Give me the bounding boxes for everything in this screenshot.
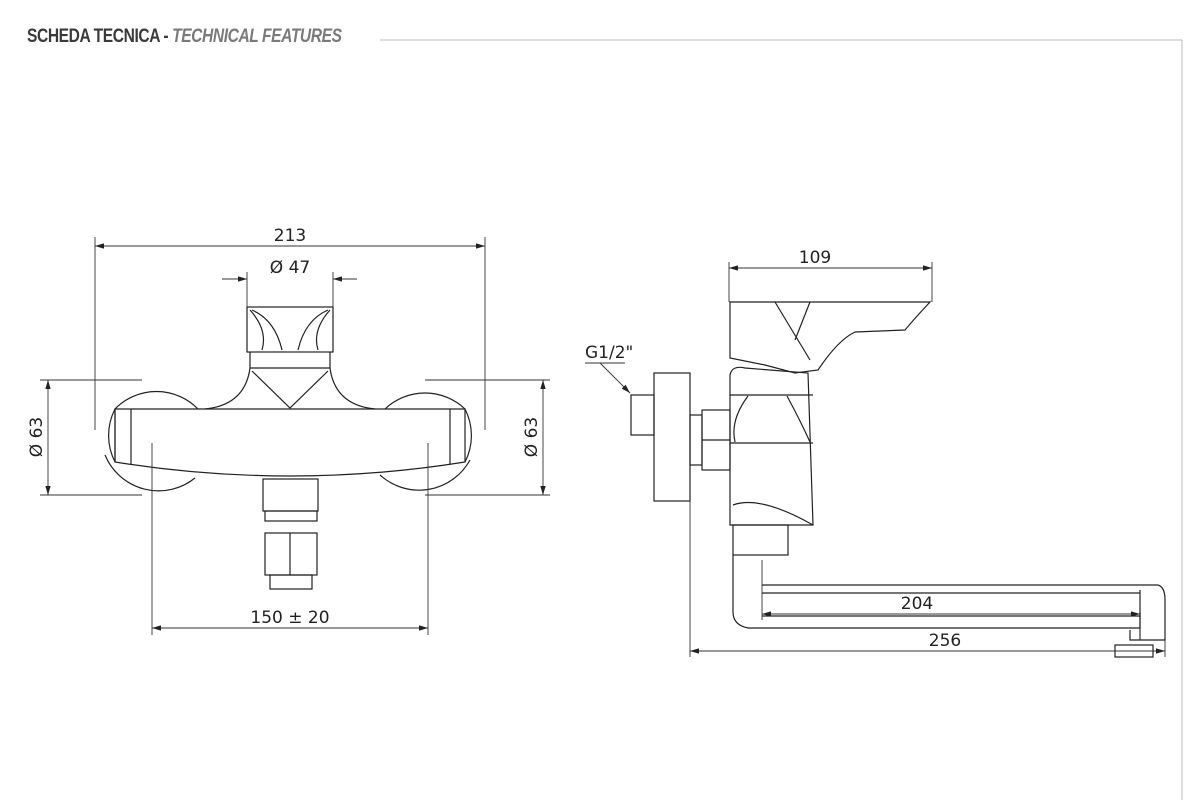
header-rule: [380, 39, 1183, 800]
dim-handle-length: 109: [799, 248, 831, 268]
dim-right-flange-diameter: Ø 63: [522, 417, 542, 457]
front-view: [104, 306, 472, 590]
dim-spout-reach: 204: [901, 594, 933, 614]
dim-center-distance: 150 ± 20: [250, 608, 329, 628]
header-title-it: SCHEDA TECNICA: [27, 26, 160, 47]
dim-left-flange-diameter: Ø 63: [27, 417, 47, 457]
side-view: [630, 301, 1166, 658]
dim-thread: G1/2": [585, 343, 633, 363]
page-header: SCHEDA TECNICA - TECHNICAL FEATURES: [27, 26, 342, 48]
front-dimensions: 213 Ø 47 Ø 63 Ø 63 150 ± 20: [27, 226, 550, 635]
header-separator: -: [159, 26, 173, 47]
side-dimensions: 109 G1/2" 204 256: [585, 248, 1166, 657]
header-title-en: TECHNICAL FEATURES: [172, 26, 342, 47]
dim-handle-diameter: Ø 47: [270, 258, 310, 278]
dim-overall-width: 213: [274, 226, 306, 246]
dim-overall-depth: 256: [929, 631, 961, 651]
